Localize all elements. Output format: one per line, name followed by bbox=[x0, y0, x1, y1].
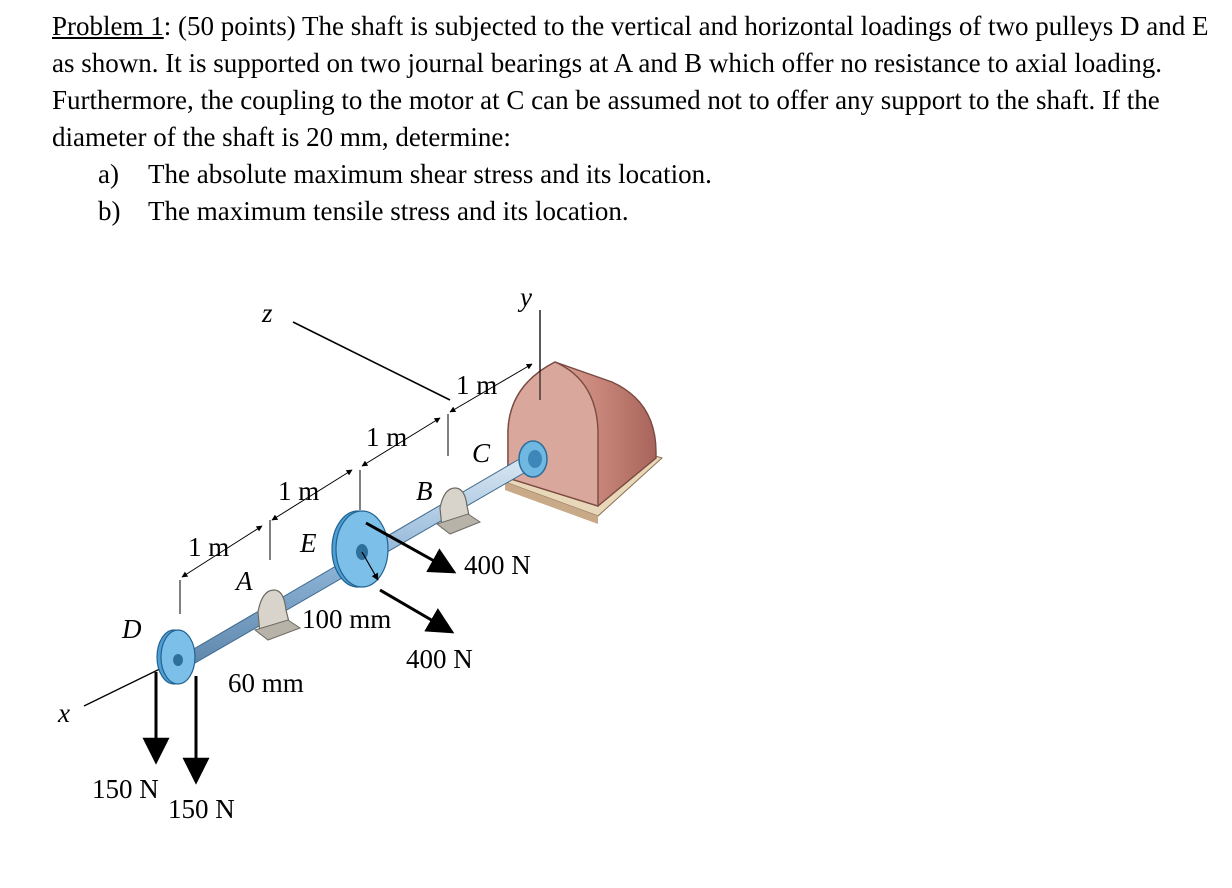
part-a-text: The absolute maximum shear stress and it… bbox=[148, 159, 712, 189]
problem-statement: Problem 1: (50 points) The shaft is subj… bbox=[52, 8, 1212, 230]
part-a-letter: a) bbox=[98, 159, 119, 189]
bearing-A bbox=[253, 589, 302, 641]
load-arrows bbox=[142, 521, 457, 785]
load-E-upper-arrow bbox=[365, 521, 457, 574]
point-label-B: B bbox=[416, 476, 433, 506]
pulley-D-radius-label: 60 mm bbox=[228, 668, 304, 698]
problem-parts: a) The absolute maximum shear stress and … bbox=[52, 156, 1212, 230]
spacing-label-4: 1 m bbox=[456, 370, 497, 400]
bearing-B bbox=[435, 487, 482, 535]
point-label-E: E bbox=[299, 528, 317, 558]
part-b-text: The maximum tensile stress and its locat… bbox=[148, 196, 629, 226]
spacing-label-3: 1 m bbox=[366, 422, 407, 452]
part-b-letter: b) bbox=[98, 196, 121, 226]
point-label-A: A bbox=[234, 566, 253, 596]
axis-label-x: x bbox=[57, 698, 70, 728]
problem-intro: Problem 1: (50 points) The shaft is subj… bbox=[52, 8, 1212, 156]
load-label-E-lower: 400 N bbox=[406, 644, 473, 674]
x-axis-line bbox=[83, 664, 169, 707]
axis-label-z: z bbox=[261, 298, 273, 328]
coupling-C-inner bbox=[528, 450, 542, 468]
z-axis-line bbox=[292, 321, 451, 401]
axis-label-y: y bbox=[517, 282, 532, 312]
spacing-label-2: 1 m bbox=[278, 476, 319, 506]
part-a: a) The absolute maximum shear stress and … bbox=[52, 156, 1212, 193]
shaft-diagram: z y x A B C D E 1 m 1 m 1 m 1 m 60 mm 10… bbox=[57, 282, 663, 824]
point-label-C: C bbox=[472, 438, 491, 468]
part-b: b) The maximum tensile stress and its loc… bbox=[52, 193, 1212, 230]
problem-intro-text: : (50 points) The shaft is subjected to … bbox=[52, 11, 1209, 152]
load-label-E-upper: 400 N bbox=[464, 550, 531, 580]
pulley-E bbox=[331, 510, 389, 588]
point-label-D: D bbox=[121, 614, 142, 644]
load-label-D-left: 150 N bbox=[92, 774, 159, 804]
motor-base-edge bbox=[505, 482, 598, 524]
load-label-D-right: 150 N bbox=[168, 794, 235, 824]
problem-heading: Problem 1 bbox=[52, 11, 164, 41]
load-E-lower-arrow bbox=[379, 588, 455, 634]
pulley-E-radius-label: 100 mm bbox=[302, 604, 391, 634]
dimension-lines bbox=[179, 360, 541, 614]
pulley-E-radius-line bbox=[361, 551, 379, 581]
pulley-D bbox=[156, 629, 196, 685]
spacing-label-1: 1 m bbox=[188, 532, 229, 562]
